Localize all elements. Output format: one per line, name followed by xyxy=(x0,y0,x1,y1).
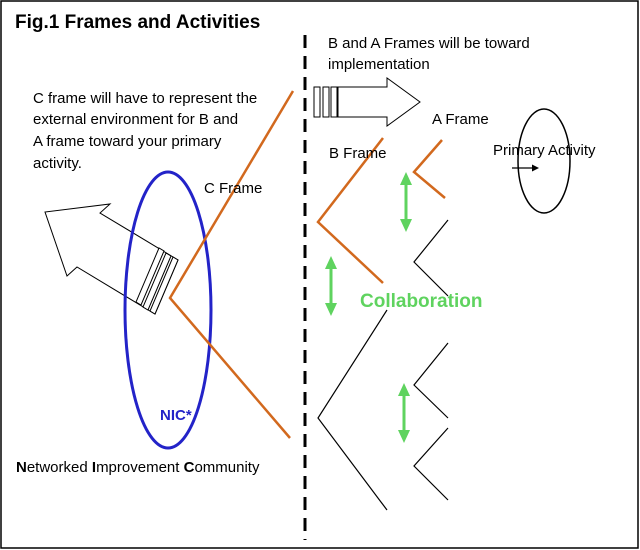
primary-activity-ellipse xyxy=(517,108,571,214)
footnote-n: N xyxy=(16,459,27,476)
a-frame-line-secondary-1 xyxy=(413,219,449,297)
top-note-line2: implementation xyxy=(328,56,430,73)
c-note-line2: external environment for B and xyxy=(33,111,238,128)
nic-ellipse xyxy=(123,170,213,450)
b-frame-line-secondary xyxy=(317,309,388,511)
c-frame-label: C Frame xyxy=(204,180,262,197)
a-frame-line xyxy=(412,139,446,199)
b-frame-label: B Frame xyxy=(329,145,387,162)
a-frame-label: A Frame xyxy=(432,111,489,128)
footnote-c-rest: ommunity xyxy=(194,459,260,476)
a-frame-line-secondary-3 xyxy=(413,427,449,501)
collaboration-label: Collaboration xyxy=(360,291,482,312)
a-frame-line-secondary-2 xyxy=(413,342,449,419)
outward-arrow-stripes xyxy=(135,247,179,315)
footnote-i-rest: mprovement xyxy=(96,459,184,476)
c-note-line1: C frame will have to represent the xyxy=(33,90,257,107)
nic-footnote: Networked Improvement Community xyxy=(16,459,260,476)
b-frame-line xyxy=(316,137,384,284)
outward-arrow xyxy=(44,203,179,315)
implementation-arrow xyxy=(313,77,421,127)
nic-label: NIC* xyxy=(160,407,192,424)
primary-activity-arrowhead xyxy=(532,164,539,172)
collaboration-arrow-3 xyxy=(398,383,410,443)
primary-activity-label: Primary Activity xyxy=(493,142,596,159)
footnote-i: I xyxy=(92,459,96,476)
c-note-line3: A frame toward your primary xyxy=(33,133,222,150)
figure-title: Fig.1 Frames and Activities xyxy=(15,12,260,33)
footnote-n-rest: etworked xyxy=(27,459,92,476)
collaboration-arrow-1 xyxy=(400,172,412,232)
c-note-line4: activity. xyxy=(33,155,82,172)
footnote-c: C xyxy=(184,459,195,476)
top-note-line1: B and A Frames will be toward xyxy=(328,35,530,52)
c-frame-line xyxy=(168,90,295,439)
collaboration-arrow-2 xyxy=(325,256,337,316)
